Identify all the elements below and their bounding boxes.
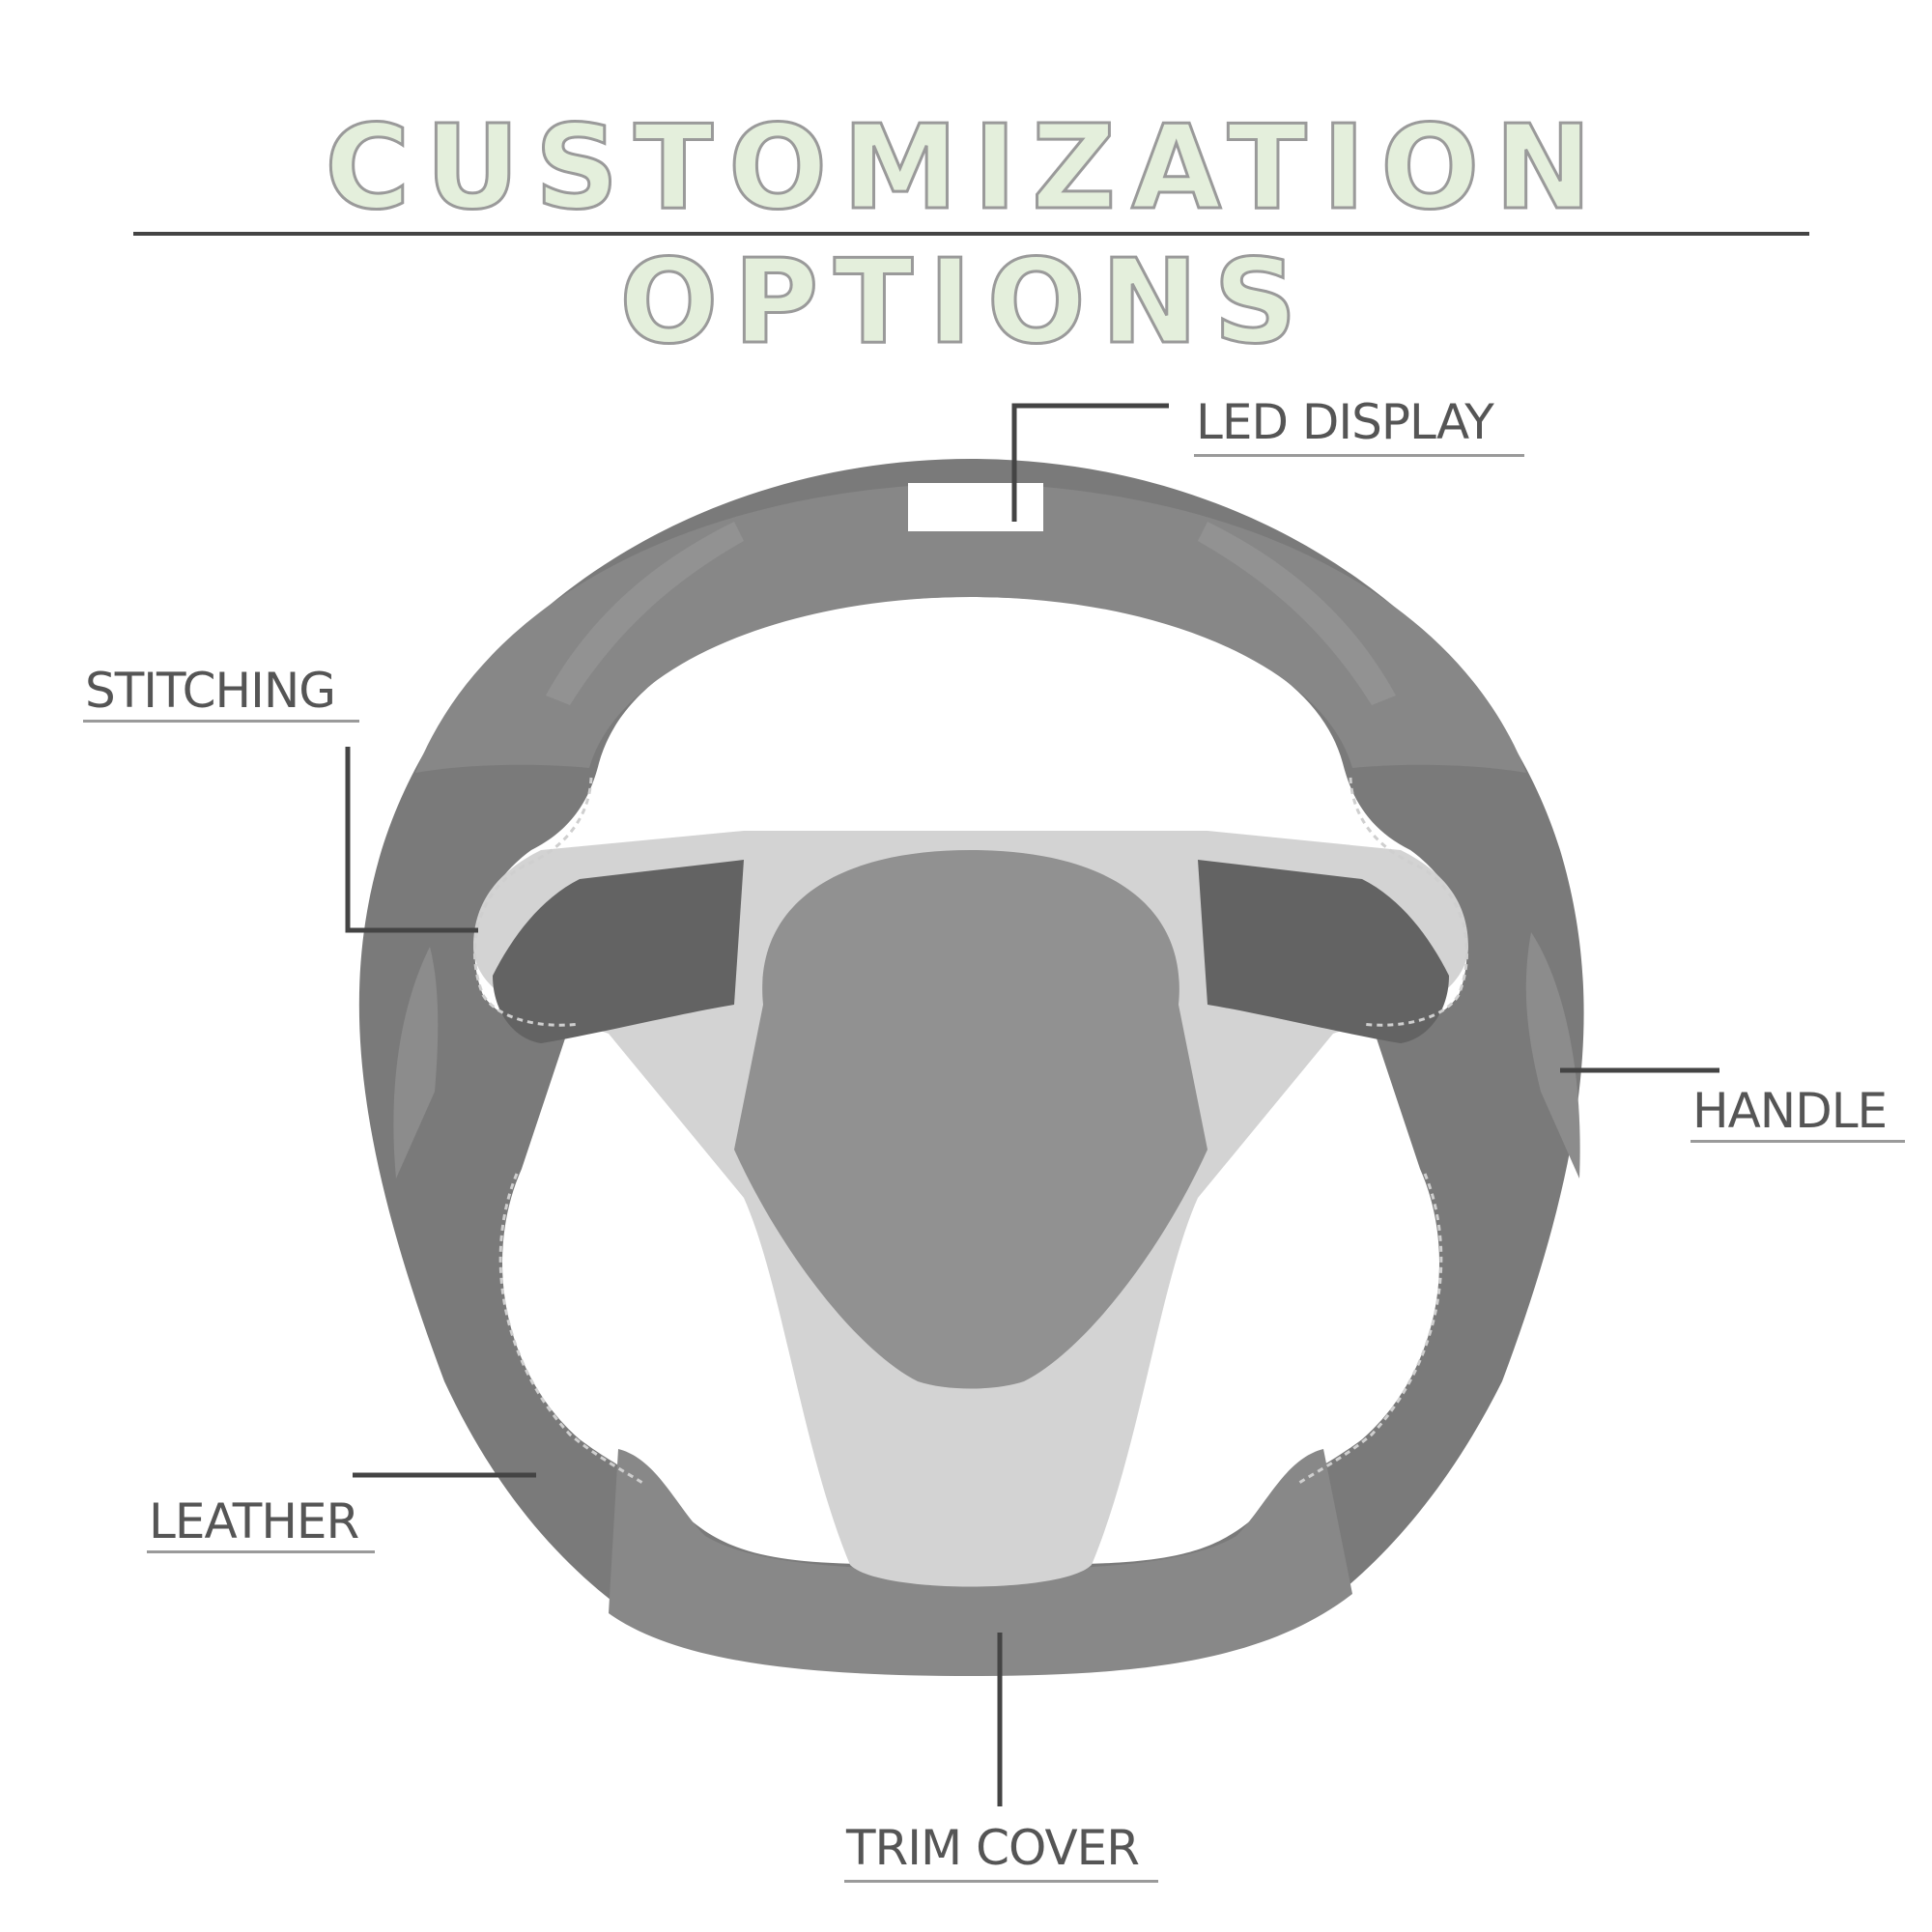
led-display-panel	[908, 483, 1043, 531]
label-trim-cover-underline	[844, 1880, 1158, 1883]
label-trim-cover: TRIM COVER	[846, 1820, 1140, 1876]
leader-stitching	[345, 747, 478, 933]
spoke-right	[1198, 860, 1449, 1043]
rim-highlight-left	[546, 522, 744, 705]
label-stitching-underline	[83, 720, 359, 723]
stitching-lines	[472, 777, 1469, 1485]
leader-led-display	[1011, 403, 1169, 522]
handle-left	[393, 947, 439, 1179]
handle-right	[1525, 932, 1580, 1179]
leader-lines	[345, 403, 1719, 1806]
rim-highlight-right	[1198, 522, 1396, 705]
label-led-display: LED DISPLAY	[1196, 394, 1494, 450]
page-title: CUSTOMIZATION OPTIONS	[324, 100, 1607, 372]
rim-bottom-section	[609, 1449, 1352, 1676]
label-led-display-underline	[1194, 454, 1524, 457]
label-leather-underline	[147, 1550, 375, 1553]
label-stitching: STITCHING	[85, 663, 336, 719]
center-hub	[734, 850, 1208, 1389]
label-leather: LEATHER	[149, 1493, 359, 1549]
label-handle-underline	[1690, 1140, 1905, 1143]
label-handle: HANDLE	[1692, 1083, 1888, 1139]
spoke-left	[493, 860, 744, 1043]
title-underline	[133, 232, 1809, 236]
